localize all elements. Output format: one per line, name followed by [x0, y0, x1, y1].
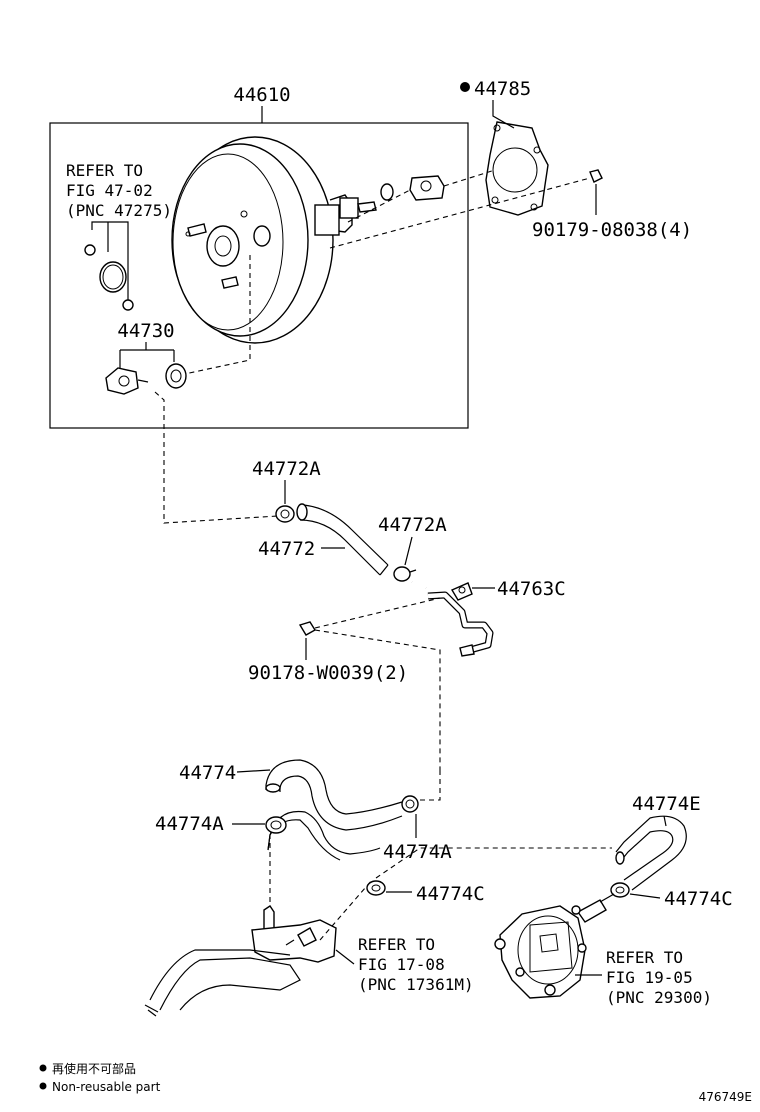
lower-hose-drawing: [265, 759, 403, 861]
clamp-mid-drawing: [393, 566, 417, 582]
ref-fig47-line3: (PNC 47275): [66, 201, 172, 220]
clamp-lower-right-drawing: [401, 795, 419, 813]
brake-booster-drawing: [171, 136, 377, 344]
legend-en: Non-reusable part: [52, 1080, 161, 1094]
hose-e-drawing: [615, 815, 687, 891]
clamp-lower-left-drawing: [265, 816, 287, 834]
part-label-hose-e: 44774E: [632, 793, 701, 815]
part-label-pipe: 44763C: [497, 578, 566, 600]
ref-fig17-line3: (PNC 17361M): [358, 975, 474, 994]
legend-dot-icon-en: [39, 1082, 47, 1090]
check-valve-drawing: [105, 363, 187, 395]
upper-hose-drawing: [296, 503, 389, 576]
part-label-clamp-lower-left: 44774A: [155, 813, 224, 835]
bolt-drawing: [298, 621, 316, 636]
clamp-upper-drawing: [275, 505, 295, 523]
diagram-id: 476749E: [699, 1090, 752, 1104]
ref-fig19-line3: (PNC 29300): [606, 988, 712, 1007]
part-label-nut: 90179-08038(4): [532, 219, 692, 241]
vacuum-pump-drawing: [494, 893, 615, 999]
part-label-clamp-c-left: 44774C: [416, 883, 485, 905]
ref-fig47-line1: REFER TO: [66, 161, 143, 180]
pipe-drawing: [411, 580, 494, 657]
booster-assembly-box: [49, 122, 469, 429]
part-label-booster: 44610: [233, 84, 290, 106]
legend-dot-icon-jp: [39, 1064, 47, 1072]
part-label-bolt: 90178-W0039(2): [248, 662, 408, 684]
ref-fig17-line1: REFER TO: [358, 935, 435, 954]
nut-drawing: [589, 169, 603, 183]
non-reusable-dot-icon: [460, 82, 470, 92]
clevis-drawing: [380, 175, 445, 201]
legend-jp: 再使用不可部品: [52, 1061, 136, 1076]
part-label-clamp-a-upper: 44772A: [252, 458, 321, 480]
part-label-check-valve: 44730: [117, 320, 174, 342]
ref-fig19-line1: REFER TO: [606, 948, 683, 967]
clamp-c-right-drawing: [610, 882, 630, 898]
seal-drawing: [84, 244, 134, 311]
part-label-clamp-a-mid: 44772A: [378, 514, 447, 536]
ref-fig17-line2: FIG 17-08: [358, 955, 445, 974]
part-label-gasket: 44785: [474, 78, 531, 100]
part-label-upper-hose: 44772: [258, 538, 315, 560]
clamp-c-left-drawing: [366, 880, 386, 896]
ref-fig47-line2: FIG 47-02: [66, 181, 153, 200]
gasket-drawing: [485, 121, 549, 216]
part-label-clamp-lower-right: 44774A: [383, 841, 452, 863]
ref-fig19-line2: FIG 19-05: [606, 968, 693, 987]
intake-pipe-drawing: [144, 905, 337, 1017]
part-label-clamp-c-right: 44774C: [664, 888, 733, 910]
part-label-lower-hose: 44774: [179, 762, 236, 784]
